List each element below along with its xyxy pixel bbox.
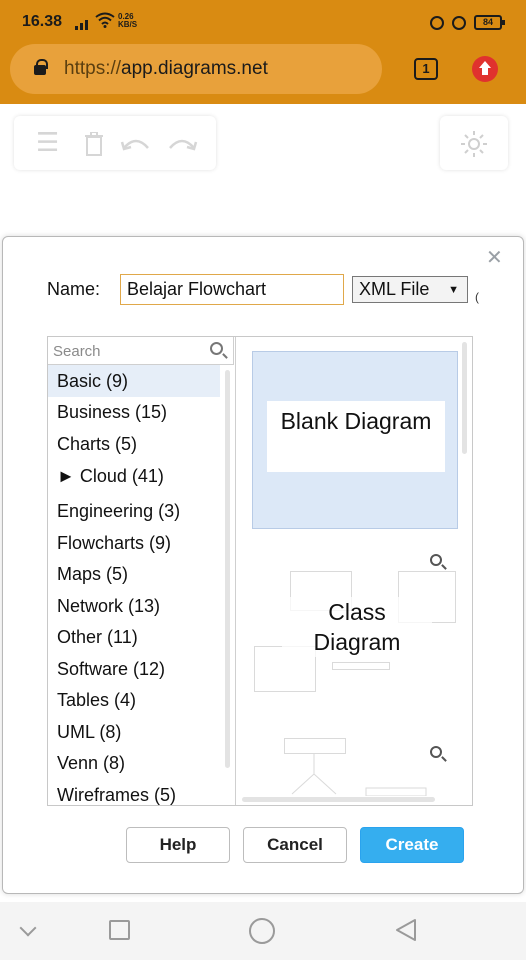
template-label: Class Diagram [282, 597, 432, 657]
undo-icon[interactable] [120, 136, 152, 152]
category-venn[interactable]: Venn (8) [57, 753, 126, 773]
address-bar[interactable]: https://app.diagrams.net [10, 44, 382, 94]
wifi-icon [95, 12, 115, 28]
category-list: Basic (9) Business (15) Charts (5) ► Clo… [48, 365, 220, 805]
file-format-select[interactable]: XML File ▼ [352, 276, 468, 303]
thumbnail-shape [284, 738, 346, 754]
url-text[interactable]: https://app.diagrams.net [64, 58, 268, 79]
category-scrollbar[interactable] [225, 370, 230, 768]
template-scrollbar[interactable] [462, 342, 467, 454]
category-engineering[interactable]: Engineering (3) [57, 501, 181, 521]
category-tables[interactable]: Tables (4) [57, 690, 137, 710]
category-basic[interactable]: Basic (9) [48, 365, 220, 397]
category-uml[interactable]: UML (8) [57, 722, 122, 742]
category-maps[interactable]: Maps (5) [57, 564, 129, 584]
redo-icon[interactable] [166, 136, 198, 152]
navigation-bar [0, 902, 526, 960]
filename-input[interactable] [120, 274, 344, 305]
create-button[interactable]: Create [360, 827, 464, 863]
cancel-button[interactable]: Cancel [243, 827, 347, 863]
template-horizontal-scrollbar[interactable] [242, 797, 435, 802]
back-button[interactable] [394, 918, 418, 942]
trash-icon[interactable] [84, 132, 104, 156]
preview-zoom-icon[interactable] [430, 746, 442, 758]
recents-button[interactable] [109, 920, 130, 940]
hide-keyboard-icon[interactable] [19, 919, 37, 937]
battery-icon: 84 [474, 15, 505, 30]
signal-icon [75, 20, 88, 30]
help-button[interactable]: Help [126, 827, 230, 863]
category-network[interactable]: Network (13) [57, 596, 161, 616]
category-other[interactable]: Other (11) [57, 627, 138, 647]
tab-switcher-button[interactable]: 1 [414, 58, 438, 80]
category-cloud[interactable]: ► Cloud (41) [57, 466, 164, 486]
template-partial-thumbnail[interactable] [252, 730, 458, 796]
update-icon[interactable] [472, 56, 498, 82]
category-business[interactable]: Business (15) [57, 402, 168, 422]
dropdown-arrow-icon: ▼ [448, 284, 459, 296]
file-format-value: XML File [359, 279, 430, 299]
template-blank-diagram[interactable]: Blank Diagram [252, 351, 458, 529]
template-search[interactable]: Search [48, 337, 234, 365]
eye-comfort-icon [430, 16, 444, 30]
truncated-text: ( [475, 290, 479, 304]
thumbnail-lines [291, 754, 427, 796]
category-wireframes[interactable]: Wireframes (5) [57, 785, 177, 805]
preview-zoom-icon[interactable] [430, 554, 442, 566]
panel-divider [235, 337, 236, 805]
app-toolbar: ☰ [14, 116, 216, 170]
status-time: 16.38 [22, 13, 63, 30]
category-software[interactable]: Software (12) [57, 659, 166, 679]
lock-status-icon [452, 16, 466, 30]
lock-icon [34, 59, 48, 75]
template-label: Blank Diagram [267, 401, 445, 472]
category-charts[interactable]: Charts (5) [57, 434, 138, 454]
theme-toolbar [440, 116, 508, 170]
search-placeholder: Search [53, 343, 101, 360]
home-button[interactable] [249, 918, 275, 944]
close-icon[interactable]: ✕ [486, 247, 503, 269]
name-label: Name: [47, 279, 101, 299]
sun-icon[interactable] [460, 130, 488, 158]
thumbnail-shape [332, 662, 390, 670]
template-class-diagram[interactable]: Class Diagram [252, 550, 458, 700]
category-flowcharts[interactable]: Flowcharts (9) [57, 533, 172, 553]
menu-icon[interactable]: ☰ [36, 127, 60, 157]
search-icon[interactable] [210, 342, 223, 355]
